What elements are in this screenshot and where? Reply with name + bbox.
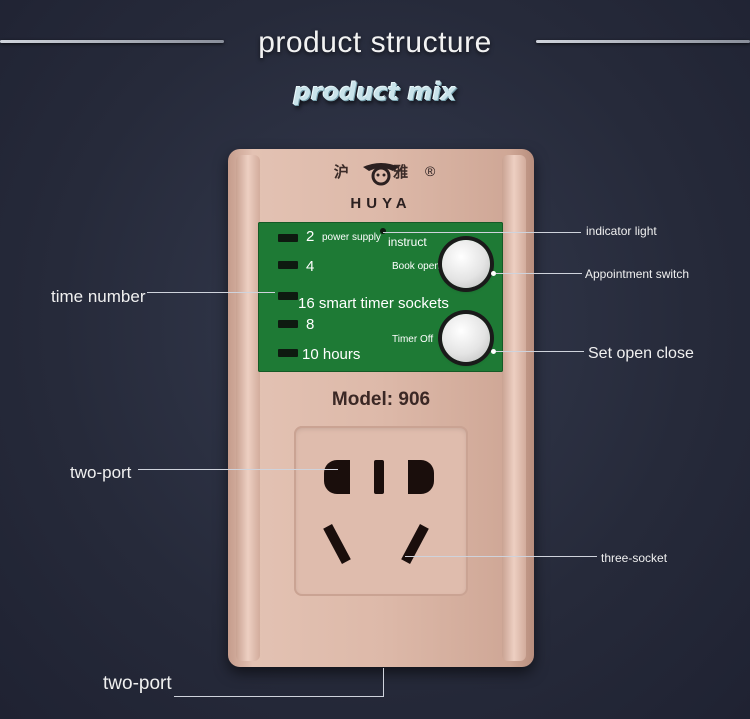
set-open-close-dot — [491, 349, 496, 354]
page-title: product structure — [258, 26, 492, 59]
header-right-rule — [536, 40, 750, 43]
brand-name: HUYA — [350, 195, 412, 212]
instruct-label: instruct — [388, 235, 427, 249]
appointment-switch-dot — [491, 271, 496, 276]
page-subtitle: product mix — [293, 78, 457, 106]
three-socket-right-slot — [401, 523, 429, 565]
two-port-left-leader — [138, 469, 338, 470]
appointment-switch-button[interactable] — [442, 240, 490, 288]
control-panel: 2 power supply instruct 4 Book open 16 s… — [258, 222, 503, 372]
three-socket-callout: three-socket — [601, 551, 668, 565]
indicator-light-callout: indicator light — [586, 224, 657, 238]
led-indicator-4 — [278, 261, 298, 269]
two-port-bottom-vertical-leader — [383, 668, 384, 696]
two-port-right-hole — [408, 460, 434, 494]
timer-socket-device: 沪 雅 ® HUYA 2 power supply instruct 4 Boo… — [228, 149, 534, 667]
appointment-switch-callout: Appointment switch — [585, 267, 690, 281]
socket-face — [294, 426, 468, 596]
led-indicator-8 — [278, 320, 298, 328]
indicator-light-icon — [380, 228, 386, 234]
time-number-2: 2 — [306, 228, 315, 245]
book-open-label: Book open — [392, 261, 440, 272]
power-supply-label: power supply — [322, 232, 381, 243]
two-port-center-hole — [374, 460, 384, 494]
two-port-bottom-callout: two-port — [103, 673, 172, 694]
brand-logo-icon — [363, 163, 399, 186]
hours-label: 10 hours — [302, 346, 361, 363]
appointment-switch-leader — [496, 273, 582, 274]
device-left-rail — [236, 155, 260, 661]
device-right-rail — [502, 155, 526, 661]
three-socket-leader — [405, 556, 597, 557]
set-open-close-button[interactable] — [442, 314, 490, 362]
time-number-leader — [147, 292, 275, 293]
time-number-4: 4 — [306, 258, 315, 275]
three-socket-left-slot — [323, 523, 351, 565]
led-indicator-16 — [278, 292, 298, 300]
indicator-light-leader — [383, 232, 581, 233]
time-number-callout: time number — [51, 287, 146, 306]
registered-mark: ® — [425, 163, 436, 179]
set-open-close-leader — [496, 351, 584, 352]
timer-off-label: Timer Off — [392, 334, 434, 345]
set-open-close-callout: Set open close — [588, 345, 694, 362]
time-number-8: 8 — [306, 316, 315, 333]
two-port-left-callout: two-port — [70, 463, 132, 482]
two-port-bottom-leader — [174, 696, 384, 697]
led-indicator-10 — [278, 349, 298, 357]
header-left-rule — [0, 40, 224, 43]
main-product-text: 16 smart timer sockets — [298, 295, 449, 312]
two-port-left-hole — [324, 460, 350, 494]
led-indicator-2 — [278, 234, 298, 242]
model-number: Model: 906 — [331, 389, 431, 410]
